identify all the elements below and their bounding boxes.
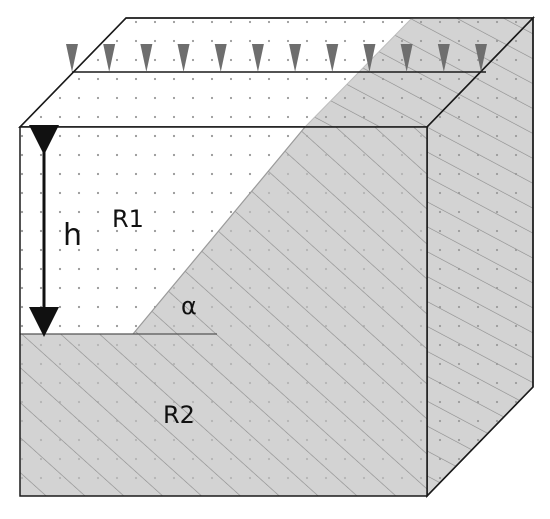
load-arrow-icon (66, 44, 78, 72)
surface-load (66, 44, 487, 73)
load-arrow-icon (326, 44, 339, 72)
load-arrow-icon (214, 44, 227, 72)
load-arrow-icon (475, 44, 487, 72)
region-r2-label: R2 (163, 401, 195, 429)
load-arrow-icon (289, 44, 302, 72)
load-arrow-icon (400, 44, 413, 72)
load-arrow-icon (140, 44, 153, 72)
angle-label: α (181, 292, 197, 320)
region-r1-label: R1 (112, 205, 144, 233)
load-arrow-icon (363, 44, 376, 72)
load-arrow-icon (437, 44, 450, 72)
load-arrow-icon (251, 44, 264, 72)
side-face (426, 16, 534, 498)
slope-line (132, 126, 306, 335)
height-label: h (63, 218, 82, 253)
load-arrow-icon (103, 44, 116, 72)
load-arrows (66, 44, 487, 72)
front-face (19, 126, 428, 497)
load-arrow-icon (177, 44, 190, 72)
